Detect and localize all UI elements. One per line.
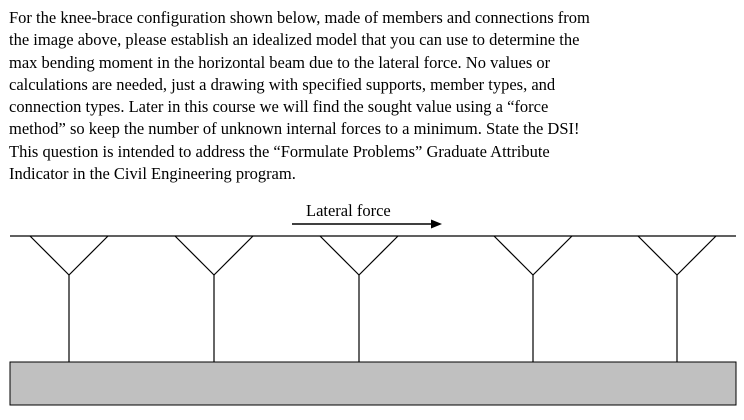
ground [9, 361, 737, 406]
question-line: max bending moment in the horizontal bea… [9, 52, 551, 72]
question-text: For the knee-brace configuration shown b… [9, 7, 739, 185]
question-line: Indicator in the Civil Engineering progr… [9, 164, 296, 184]
column-knee-brace [29, 235, 109, 362]
columns [29, 235, 717, 362]
column-knee-brace [493, 235, 573, 362]
knee-brace-left [29, 235, 70, 276]
knee-brace-right [213, 235, 254, 276]
question-line: This question is intended to address the… [9, 141, 550, 161]
column-knee-brace [637, 235, 717, 362]
knee-brace-left [637, 235, 678, 276]
column-knee-brace [319, 235, 399, 362]
knee-brace-left [319, 235, 360, 276]
knee-brace-right [532, 235, 573, 276]
question-line: calculations are needed, just a drawing … [9, 74, 556, 94]
question-line: For the knee-brace configuration shown b… [9, 8, 590, 27]
knee-brace-right [358, 235, 399, 276]
knee-brace-left [174, 235, 215, 276]
knee-brace-right [676, 235, 717, 276]
lateral-force-label: Lateral force [306, 201, 391, 220]
force-arrowhead [431, 219, 442, 229]
question-line: method” so keep the number of unknown in… [9, 119, 580, 139]
lateral-force-arrow [292, 219, 442, 229]
knee-brace-right [68, 235, 109, 276]
knee-brace-left [493, 235, 534, 276]
column-knee-brace [174, 235, 254, 362]
question-line: the image above, please establish an ide… [9, 30, 580, 50]
question-line: connection types. Later in this course w… [9, 97, 549, 117]
